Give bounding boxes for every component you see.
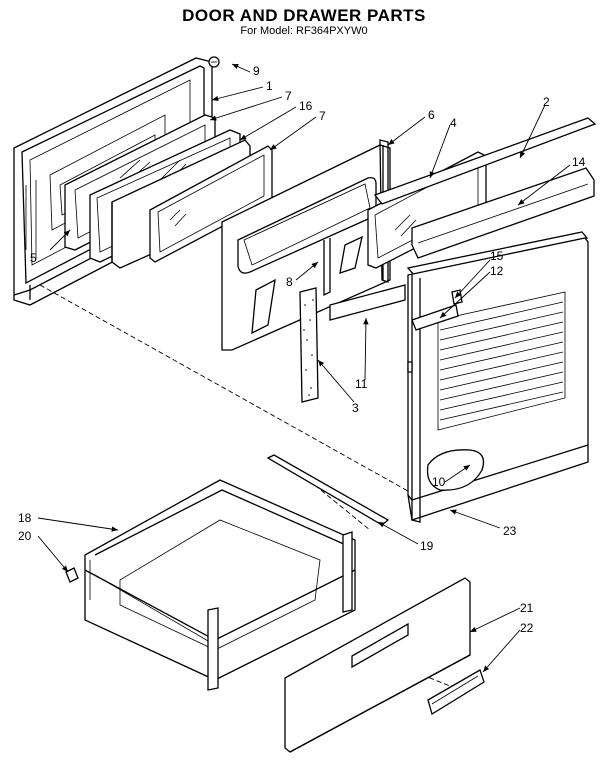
callout-23: 23 bbox=[503, 524, 517, 538]
callout-22: 22 bbox=[520, 621, 534, 635]
callout-21: 21 bbox=[520, 601, 534, 615]
drawer-handle bbox=[427, 669, 485, 716]
callout-16: 16 bbox=[299, 99, 313, 113]
callout-2: 2 bbox=[543, 95, 550, 109]
callout-4: 4 bbox=[450, 116, 457, 130]
callout-12: 12 bbox=[490, 264, 504, 278]
door-glass-assembly bbox=[64, 114, 273, 269]
callout-18: 18 bbox=[18, 511, 32, 525]
model-number: RF364PXYW0 bbox=[296, 25, 368, 37]
callout-5: 5 bbox=[30, 251, 37, 265]
callout-10: 10 bbox=[432, 475, 446, 489]
callout-1: 1 bbox=[266, 79, 273, 93]
oven-front-panel bbox=[407, 237, 589, 523]
storage-drawer bbox=[84, 479, 356, 691]
model-label: For Model: bbox=[240, 25, 293, 37]
callout-6: 6 bbox=[428, 108, 435, 122]
callout-9: 9 bbox=[253, 64, 260, 78]
screw-part bbox=[208, 56, 220, 68]
callout-14: 14 bbox=[572, 155, 586, 169]
diagram-title: DOOR AND DRAWER PARTS bbox=[182, 6, 426, 25]
model-subtitle: For Model: RF364PXYW0 bbox=[0, 25, 608, 37]
callout-7-upper: 7 bbox=[285, 89, 292, 103]
callout-11: 11 bbox=[355, 377, 368, 391]
callout-7-lower: 7 bbox=[319, 109, 326, 123]
callout-19: 19 bbox=[420, 539, 434, 553]
callout-8: 8 bbox=[286, 275, 293, 289]
callout-15: 15 bbox=[490, 249, 504, 263]
door-vent-strip bbox=[329, 284, 406, 321]
callout-3: 3 bbox=[352, 401, 359, 415]
drawer-glide bbox=[65, 567, 79, 583]
callout-20: 20 bbox=[18, 529, 32, 543]
drawer-front-panel bbox=[284, 577, 471, 753]
callout-labels: 9 1 7 16 7 6 4 2 14 5 8 15 12 11 3 10 23… bbox=[18, 64, 586, 635]
leader-lines bbox=[37, 63, 571, 673]
drawer-rail bbox=[266, 454, 390, 526]
door-insulation-strip bbox=[299, 287, 319, 403]
